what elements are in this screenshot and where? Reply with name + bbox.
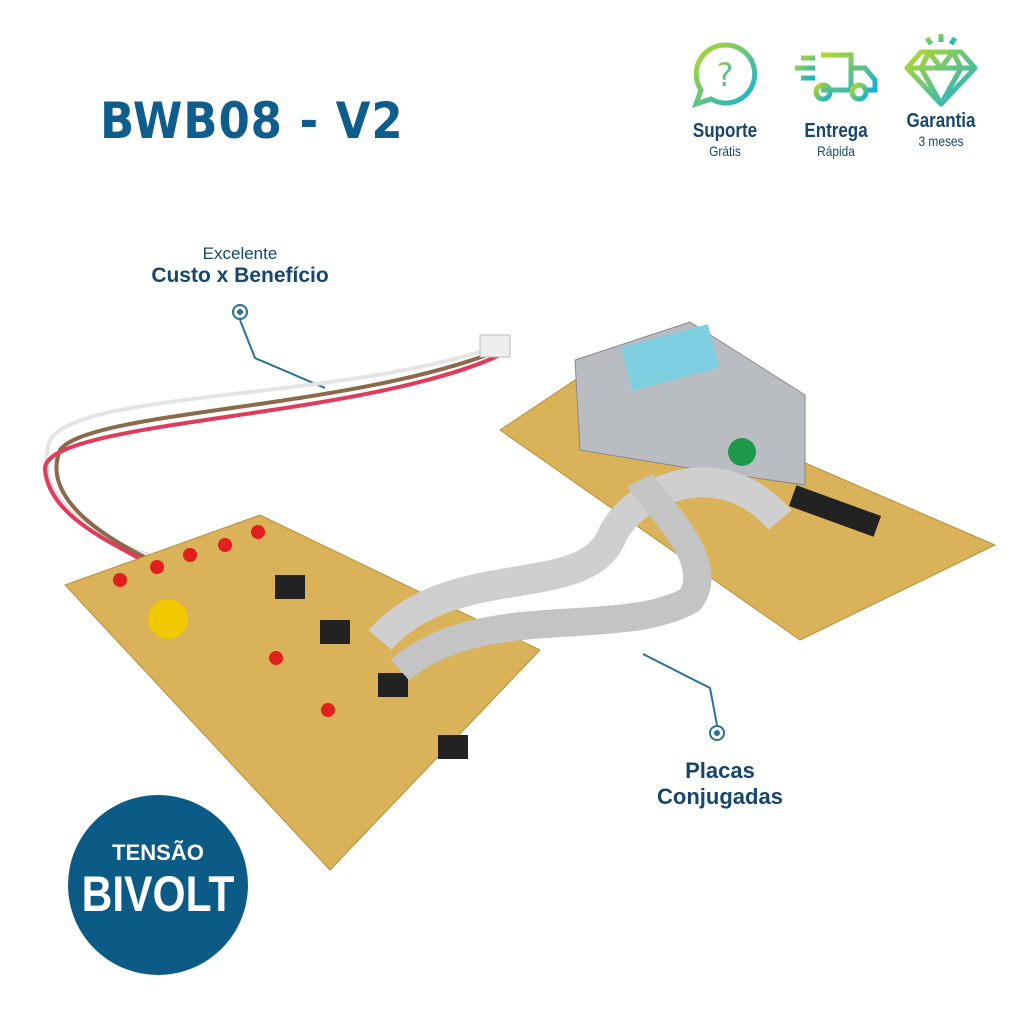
microcontroller-chip bbox=[788, 485, 882, 537]
callout-combined-boards: Placas Conjugadas bbox=[657, 758, 783, 809]
feature-warranty: Garantia 3 meses bbox=[886, 34, 996, 149]
speech-question-icon: ? bbox=[691, 42, 758, 108]
diamond-icon bbox=[904, 34, 978, 107]
feature-support: ? Suporte Grátis bbox=[670, 40, 780, 159]
push-buttons bbox=[275, 575, 468, 759]
wire-connector bbox=[479, 334, 511, 358]
product-title: BWB08 - V2 bbox=[100, 92, 404, 150]
wire-harness bbox=[42, 343, 501, 567]
callout-pointer-lines bbox=[232, 304, 725, 741]
ribbon-cable bbox=[368, 467, 792, 651]
bivolt-badge: TENSÃO BIVOLT bbox=[68, 795, 248, 975]
green-sticker bbox=[728, 438, 756, 466]
yellow-sticker bbox=[148, 599, 188, 639]
relay-label bbox=[620, 324, 720, 391]
svg-text:?: ? bbox=[717, 56, 734, 94]
callout-cost-benefit: Excelente Custo x Benefício bbox=[151, 244, 329, 287]
leds bbox=[113, 525, 335, 717]
feature-delivery: Entrega Rápida bbox=[781, 40, 891, 159]
delivery-truck-icon bbox=[795, 52, 878, 102]
